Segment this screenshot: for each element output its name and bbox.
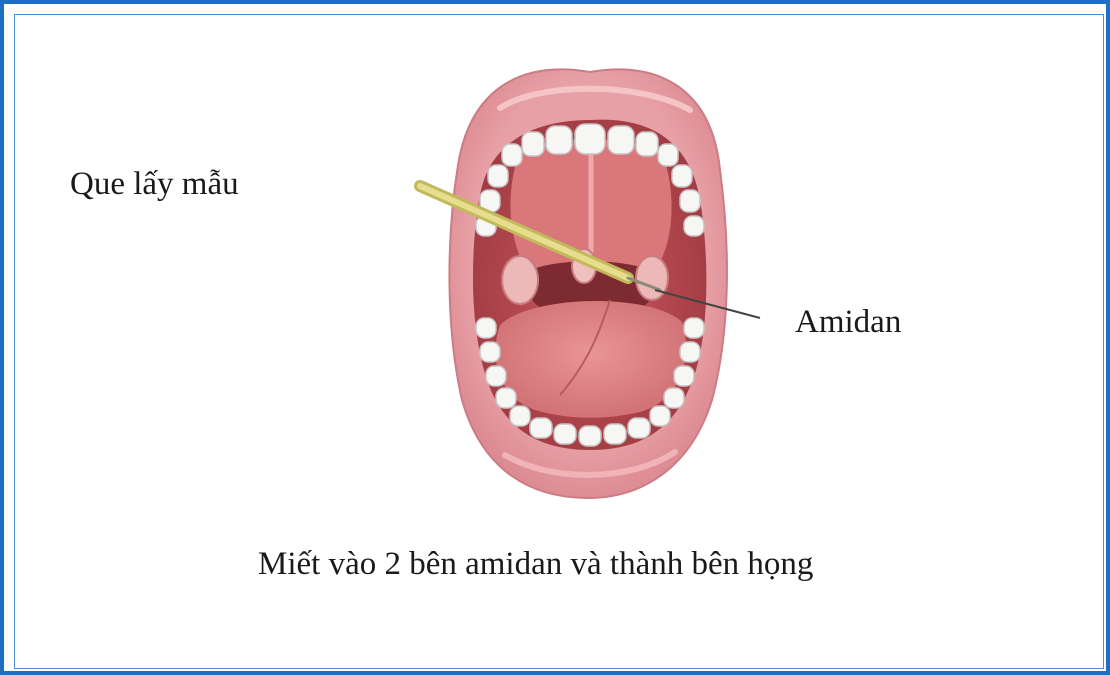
figure-caption: Miết vào 2 bên amidan và thành bên họng bbox=[258, 548, 813, 581]
tonsil-label: Amidan bbox=[795, 306, 901, 339]
tonsil-left bbox=[502, 256, 538, 304]
tonsil-right bbox=[636, 256, 668, 300]
swab-label: Que lấy mẫu bbox=[70, 168, 239, 201]
tongue bbox=[495, 301, 686, 418]
